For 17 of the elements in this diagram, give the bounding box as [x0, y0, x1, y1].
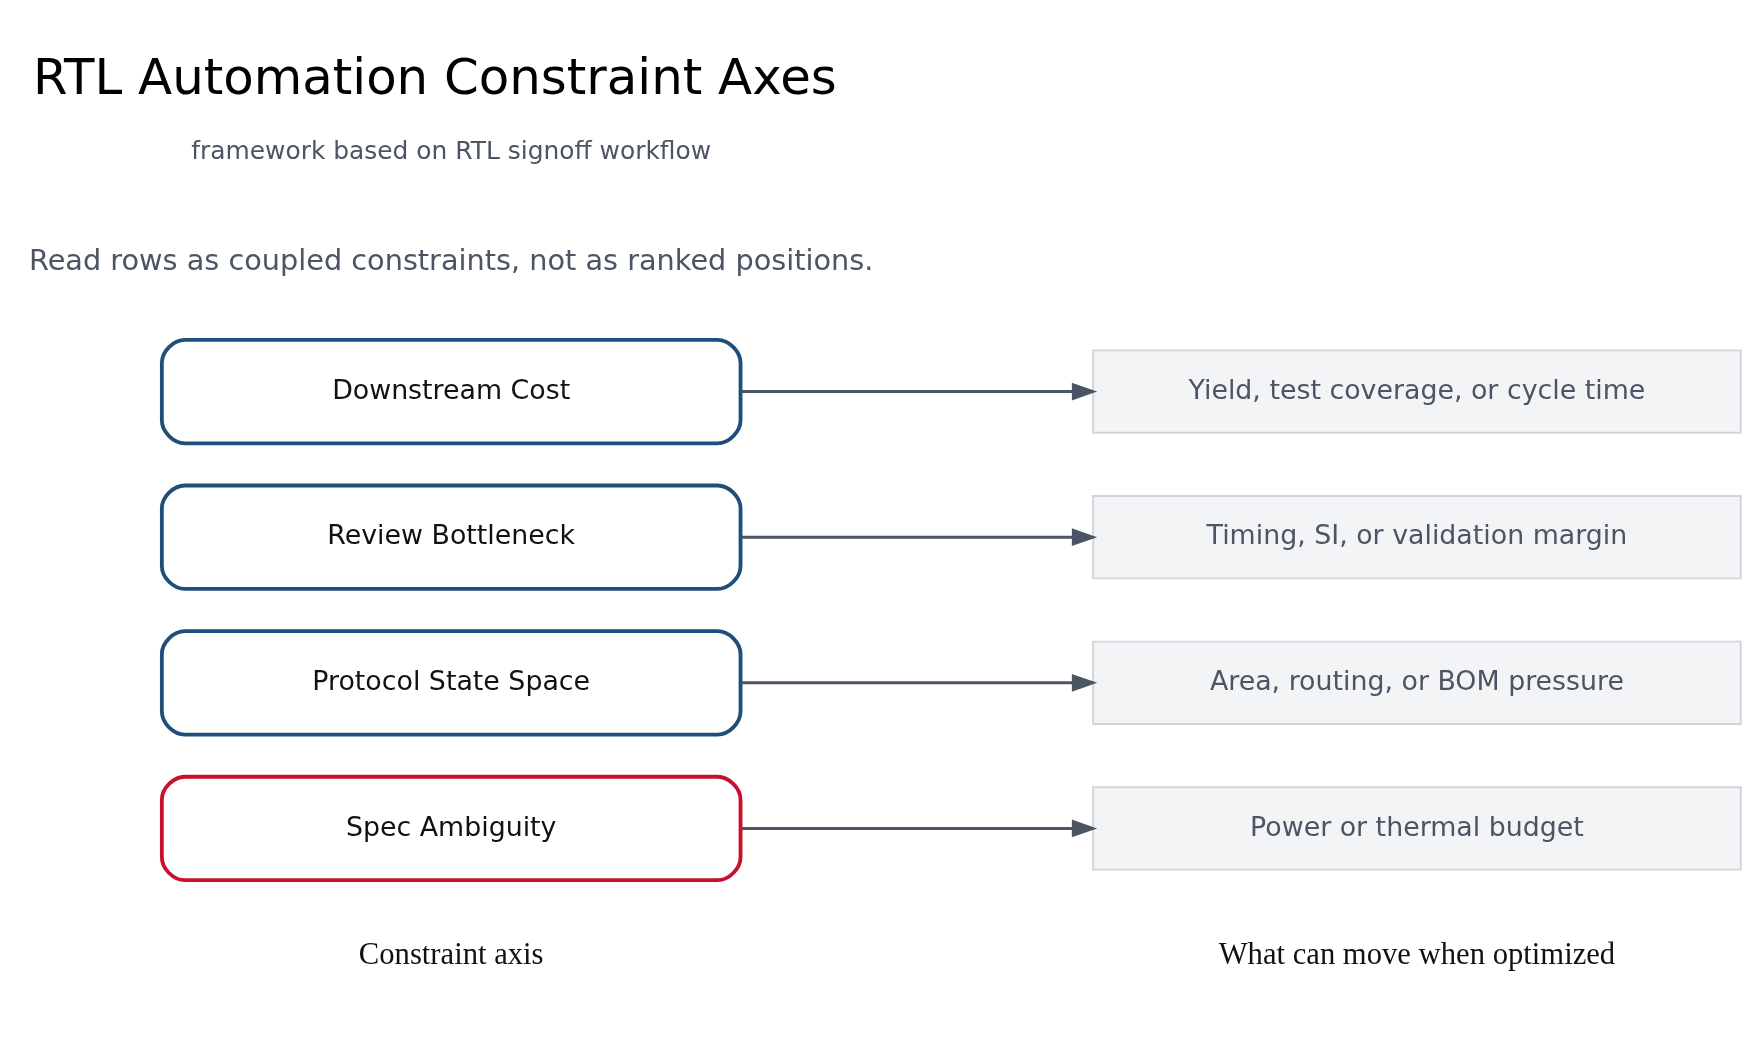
- caption: framework based on RTL signoff workflow: [191, 135, 712, 165]
- arrow: [741, 673, 1098, 692]
- node-box: Area, routing, or BOM pressure: [1092, 640, 1742, 725]
- arrow: [741, 528, 1098, 547]
- arrow: [741, 819, 1098, 838]
- node-box: Review Bottleneck: [159, 483, 743, 591]
- node-box: Spec Ambiguity: [159, 774, 743, 883]
- label: Constraint axis: [358, 937, 544, 972]
- label: What can move when optimized: [1218, 937, 1616, 972]
- node-box: Power or thermal budget: [1092, 786, 1742, 871]
- node-box: Downstream Cost: [159, 337, 743, 446]
- label: Read rows as coupled constraints, not as ranked positions.: [29, 242, 874, 277]
- diagram-title: RTL Automation Constraint Axes: [33, 48, 837, 107]
- node-box: Timing, SI, or validation margin: [1092, 495, 1742, 580]
- arrow: [741, 382, 1098, 401]
- node-box: Yield, test coverage, or cycle time: [1092, 349, 1742, 434]
- node-box: Protocol State Space: [159, 629, 743, 737]
